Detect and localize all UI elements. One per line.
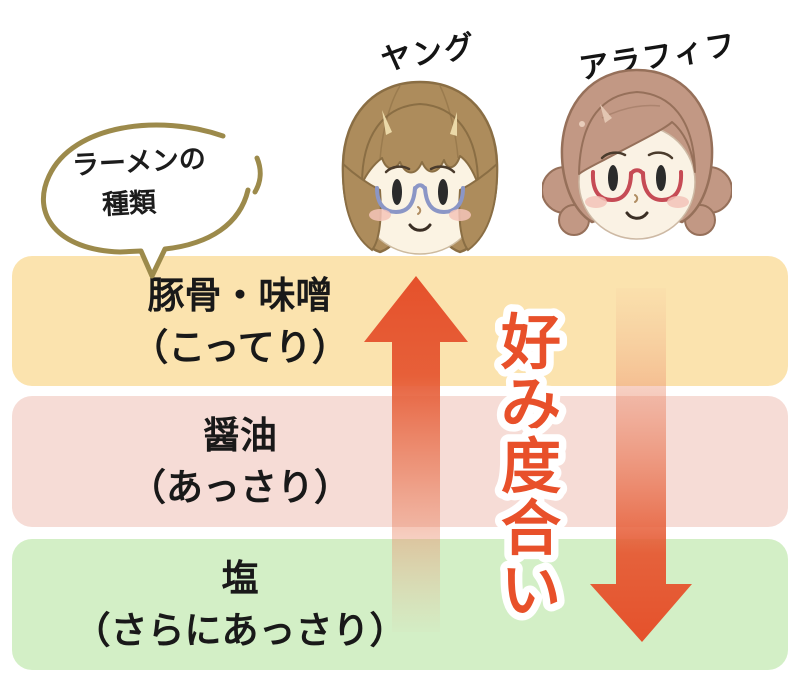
band-line2: （あっさり） [129,466,351,508]
band-shio: 塩 （さらにあっさり） [12,539,788,670]
band-shoyu-label: 醤油 （あっさり） [30,410,450,514]
arafif-face-illustration [542,68,732,240]
band-line2: （さらにあっさり） [73,609,407,651]
red-glasses-icon [590,168,684,203]
speech-bubble-text: ラーメンの 種類 [53,138,227,228]
band-line1: 醤油 [203,415,277,456]
band-line1: 豚骨・味噌 [147,275,333,316]
band-line1: 塩 [221,558,259,599]
band-shoyu: 醤油 （あっさり） [12,396,788,527]
bubble-line2: 種類 [101,186,157,220]
blue-glasses-icon [375,183,465,215]
band-line2: （こってり） [131,326,349,368]
speech-bubble [40,122,263,279]
band-tonkotsu-miso-label: 豚骨・味噌 （こってり） [30,270,450,374]
young-face-illustration [341,80,499,255]
band-shio-label: 塩 （さらにあっさり） [30,553,450,657]
